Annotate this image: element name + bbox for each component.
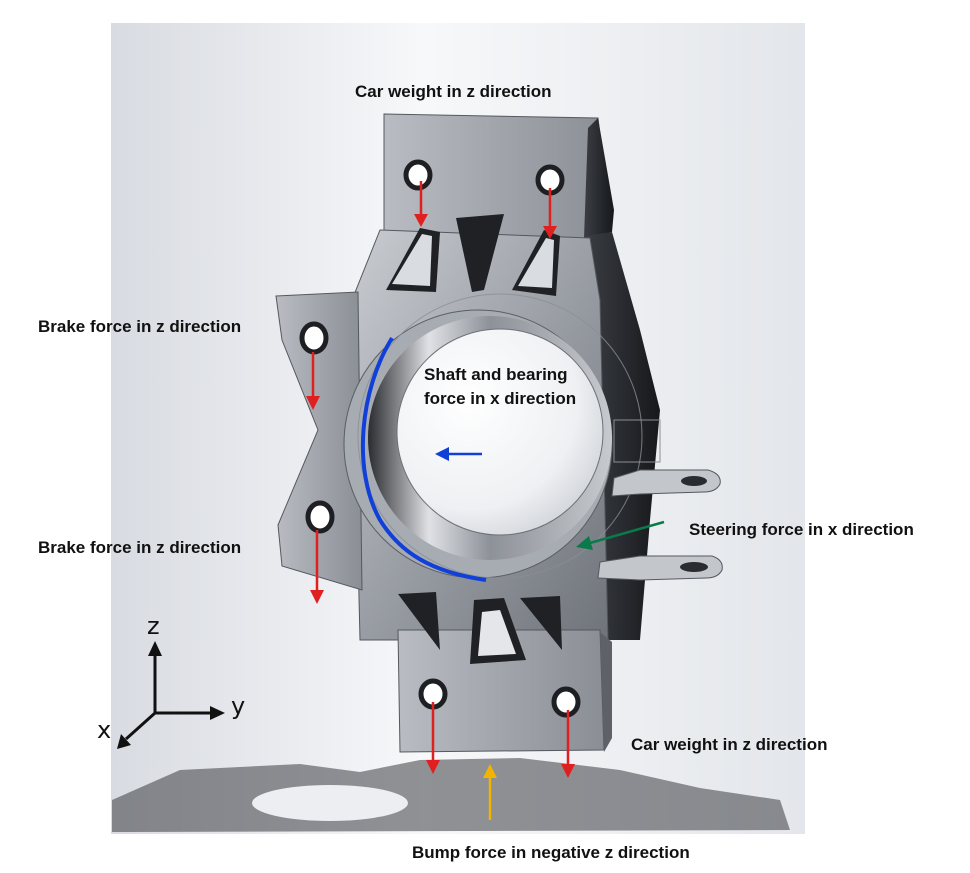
label-steering-force: Steering force in x direction xyxy=(689,520,914,539)
brake-force-bottom-arrow xyxy=(310,530,324,604)
label-bump-force: Bump force in negative z direction xyxy=(412,843,690,862)
label-brake-force-top: Brake force in z direction xyxy=(38,317,242,336)
shaft-bearing-force-arrow xyxy=(435,447,482,461)
upright-part xyxy=(275,113,723,753)
steering-force-arrow xyxy=(576,520,665,550)
axis-label-y: y xyxy=(231,692,246,720)
coordinate-triad xyxy=(117,641,225,749)
car-weight-bottom-arrow-left xyxy=(426,702,440,774)
axis-label-z: z xyxy=(147,612,160,640)
bump-force-arrow xyxy=(483,764,497,820)
car-weight-top-arrow-left xyxy=(414,181,428,227)
axis-label-x: x xyxy=(97,716,112,744)
label-car-weight-bottom: Car weight in z direction xyxy=(631,735,828,754)
label-car-weight-top: Car weight in z direction xyxy=(355,82,552,101)
car-weight-top-arrow-right xyxy=(543,188,557,239)
shadow-bore-highlight xyxy=(252,785,408,821)
force-arrows xyxy=(306,181,665,820)
label-shaft-bearing-force: Shaft and bearing force in x direction xyxy=(424,365,577,408)
brake-force-top-arrow xyxy=(306,352,320,410)
bolt-holes xyxy=(299,159,581,718)
label-brake-force-bottom: Brake force in z direction xyxy=(38,538,242,557)
car-weight-bottom-arrow-right xyxy=(561,710,575,778)
